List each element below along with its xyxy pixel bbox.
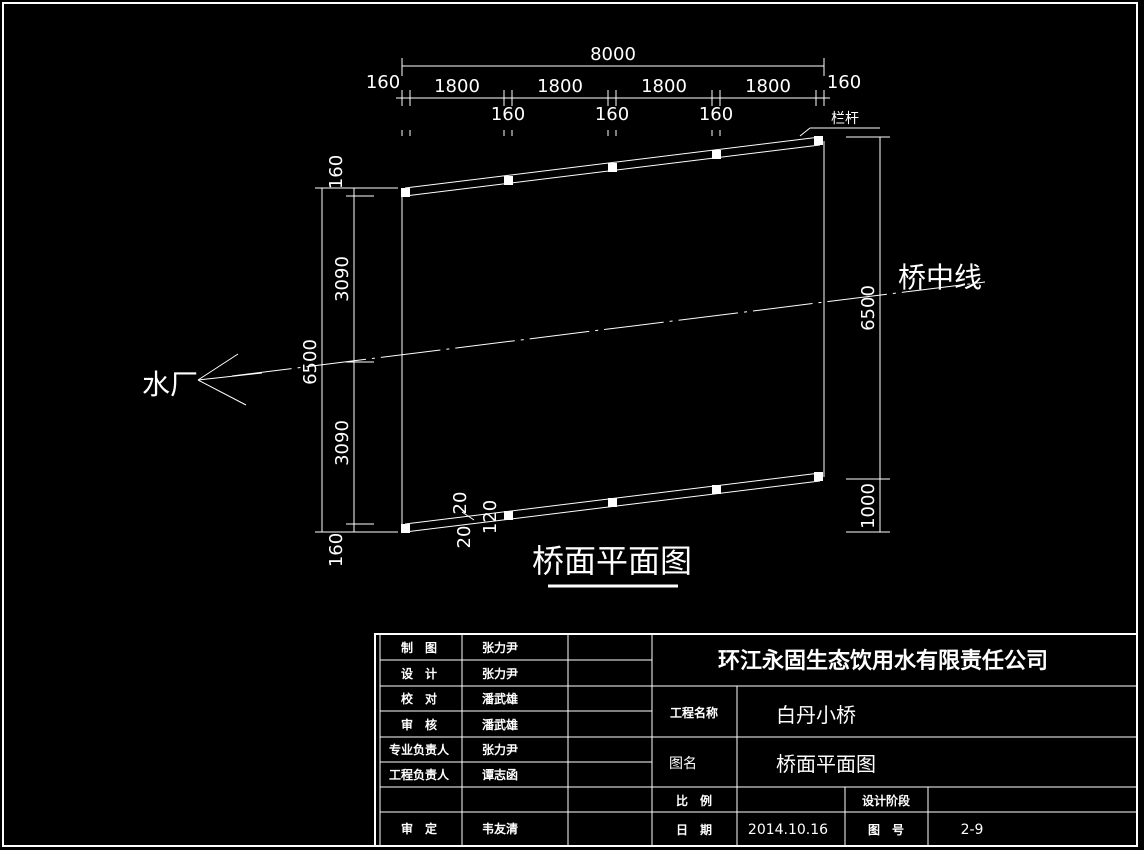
tb-role-4: 审 核 xyxy=(401,717,437,732)
tb-company: 环江永固生态饮用水有限责任公司 xyxy=(718,648,1048,674)
tb-drawing-label: 图名 xyxy=(669,756,697,772)
tb-name-2: 张力尹 xyxy=(482,666,518,681)
dim-detail-b: 120 xyxy=(480,500,501,534)
tb-name-6: 谭志函 xyxy=(482,767,518,782)
dim-left-total: 6500 xyxy=(300,339,321,385)
tb-number-value: 2-9 xyxy=(961,822,984,838)
railing-label: 栏杆 xyxy=(831,111,859,127)
tb-role-2: 设 计 xyxy=(401,666,437,681)
tb-name-3: 潘武雄 xyxy=(482,691,518,706)
bridge-centerline-label: 桥中线 xyxy=(898,261,982,294)
tb-role-3: 校 对 xyxy=(401,691,437,706)
dim-span-1: 1800 xyxy=(434,76,480,97)
water-plant-label: 水厂 xyxy=(142,368,198,401)
tb-name-8: 韦友清 xyxy=(482,821,518,836)
dim-edge-right: 160 xyxy=(827,72,861,93)
tb-project-label: 工程名称 xyxy=(670,705,718,720)
bridge-centerline xyxy=(231,281,986,377)
dim-detail-a: 20 xyxy=(450,492,471,515)
railing-callout: 栏杆 xyxy=(799,111,880,137)
dim-detail-c: 20 xyxy=(454,526,475,549)
drawing-title: 桥面平面图 xyxy=(532,542,692,580)
tb-project-value: 白丹小桥 xyxy=(776,703,856,727)
title-block: 制 图 张力尹 设 计 张力尹 校 对 潘武雄 审 核 潘武雄 专业负责人 张力… xyxy=(374,633,1138,847)
tb-number-label: 图 号 xyxy=(868,822,904,837)
tb-scale-label: 比 例 xyxy=(676,793,712,808)
railing-detail-dimensions: 20 120 20 xyxy=(450,492,501,549)
dim-span-3: 1800 xyxy=(641,76,687,97)
tb-role-6: 工程负责人 xyxy=(389,767,450,782)
dim-span-2: 1800 xyxy=(537,76,583,97)
right-dimensions: 6500 1000 xyxy=(846,136,890,533)
tb-name-4: 潘武雄 xyxy=(482,717,518,732)
dim-post-1: 160 xyxy=(491,104,525,125)
tb-stage-label: 设计阶段 xyxy=(862,793,911,808)
dim-left-lower: 3090 xyxy=(332,420,353,466)
tb-name-5: 张力尹 xyxy=(482,742,518,757)
top-dimensions: 8000 1800 1800 1800 1800 160 160 160 160… xyxy=(366,44,861,136)
tb-date-value: 2014.10.16 xyxy=(748,822,828,838)
flow-arrow xyxy=(197,353,263,406)
dim-right-total: 6500 xyxy=(858,285,879,331)
dim-post-2: 160 xyxy=(595,104,629,125)
left-dimensions: 160 3090 6500 3090 160 xyxy=(300,155,398,567)
tb-role-1: 制 图 xyxy=(401,640,437,655)
dim-right-bottom: 1000 xyxy=(858,483,879,529)
tb-role-8: 审 定 xyxy=(401,821,437,836)
bridge-deck xyxy=(401,136,825,533)
dim-total-width: 8000 xyxy=(590,44,636,65)
tb-drawing-value: 桥面平面图 xyxy=(776,752,876,776)
dim-left-bottom-edge: 160 xyxy=(326,533,347,567)
tb-name-1: 张力尹 xyxy=(482,640,518,655)
dim-left-top-edge: 160 xyxy=(326,155,347,189)
railing-posts xyxy=(401,136,823,533)
tb-role-5: 专业负责人 xyxy=(389,742,450,757)
dim-edge-left: 160 xyxy=(366,72,400,93)
dim-post-3: 160 xyxy=(699,104,733,125)
dim-left-upper: 3090 xyxy=(332,256,353,302)
tb-date-label: 日 期 xyxy=(676,822,712,837)
dim-span-4: 1800 xyxy=(745,76,791,97)
